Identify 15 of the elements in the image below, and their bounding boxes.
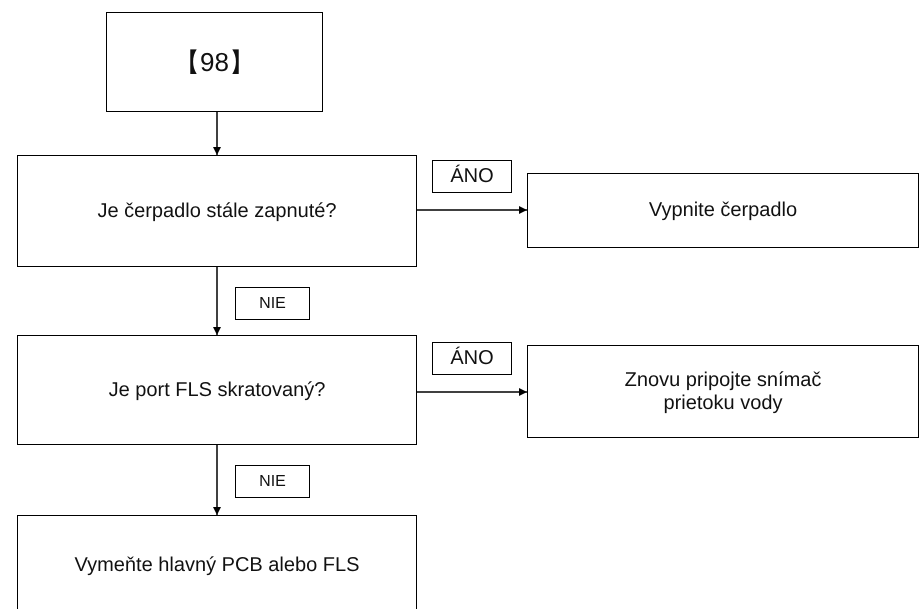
question-box: Je čerpadlo stále zapnuté?: [17, 155, 417, 267]
arrow: [417, 206, 527, 214]
question-box: Je port FLS skratovaný?: [17, 335, 417, 445]
edge-label: ÁNO: [432, 342, 512, 375]
arrow: [417, 388, 527, 396]
edge-label: ÁNO: [432, 160, 512, 193]
action-box: Vypnite čerpadlo: [527, 173, 919, 248]
action-box: Vymeňte hlavný PCB alebo FLS: [17, 515, 417, 609]
edge-label: NIE: [235, 287, 310, 320]
arrow: [213, 445, 221, 515]
step-box: 【98】: [106, 12, 323, 112]
action-box: Znovu pripojte snímač prietoku vody: [527, 345, 919, 438]
arrow: [213, 267, 221, 335]
edge-label: NIE: [235, 465, 310, 498]
arrow: [213, 112, 221, 155]
